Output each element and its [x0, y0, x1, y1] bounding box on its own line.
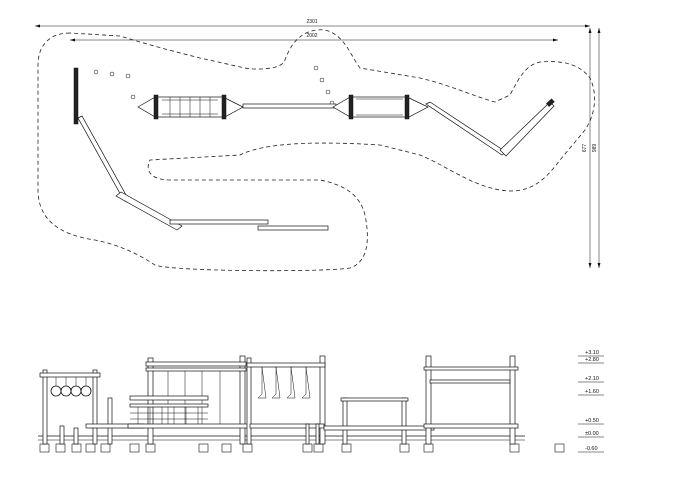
plan-low-beam-1 [169, 219, 269, 225]
elevation-mid-post-1 [305, 423, 310, 445]
dimension-label-989: 989 [592, 144, 598, 153]
level-label: ±0.00 [585, 431, 599, 437]
level-label: +2.80 [585, 357, 599, 363]
level-label: +2.10 [585, 376, 599, 382]
dimension-label-2002: 2002 [306, 33, 317, 39]
elevation-high-bar-frame [423, 355, 519, 445]
safety-zone-outline [37, 29, 595, 272]
level-label: -0.60 [585, 446, 598, 452]
plan-stepping-stones [93, 65, 335, 106]
plan-connecting-beam [242, 103, 337, 109]
level-label: +1.60 [585, 389, 599, 395]
dimension-overall-length: 2301 [35, 19, 590, 28]
elevation-ring-frame [39, 369, 101, 445]
elevation-mid-post-2 [315, 423, 320, 445]
dimension-inner-length: 2002 [70, 33, 558, 42]
elevation-view: +3.10 +2.80 +2.10 +1.60 +0.50 ±0.00 -0.6… [38, 350, 604, 453]
plan-bridge-module-right [332, 94, 429, 120]
dimension-width: 677 989 [582, 28, 601, 268]
level-label: +3.10 [585, 350, 599, 356]
plan-low-beam-2 [257, 225, 329, 231]
elevation-tower-net [127, 355, 249, 445]
plan-lower-platform [115, 191, 183, 231]
plan-view: 2301 2002 677 989 [35, 19, 601, 272]
level-label: +0.50 [585, 418, 599, 424]
level-markers: +3.10 +2.80 +2.10 +1.60 +0.50 ±0.00 -0.6… [578, 350, 604, 453]
foundations [39, 443, 565, 453]
plan-post-panel [73, 67, 79, 125]
elevation-low-bar-frame [323, 397, 435, 445]
dimension-label-677: 677 [582, 144, 588, 153]
plan-end-post [546, 98, 555, 107]
plan-diagonal-beam-3 [499, 101, 555, 157]
elevation-rope-frame [246, 355, 326, 445]
plan-bridge-module-left [137, 94, 244, 120]
plan-diagonal-beam-2 [425, 101, 507, 156]
elevation-low-post [107, 397, 113, 445]
plan-diagonal-beam-1 [77, 115, 127, 198]
dimension-label-2301: 2301 [306, 19, 317, 25]
